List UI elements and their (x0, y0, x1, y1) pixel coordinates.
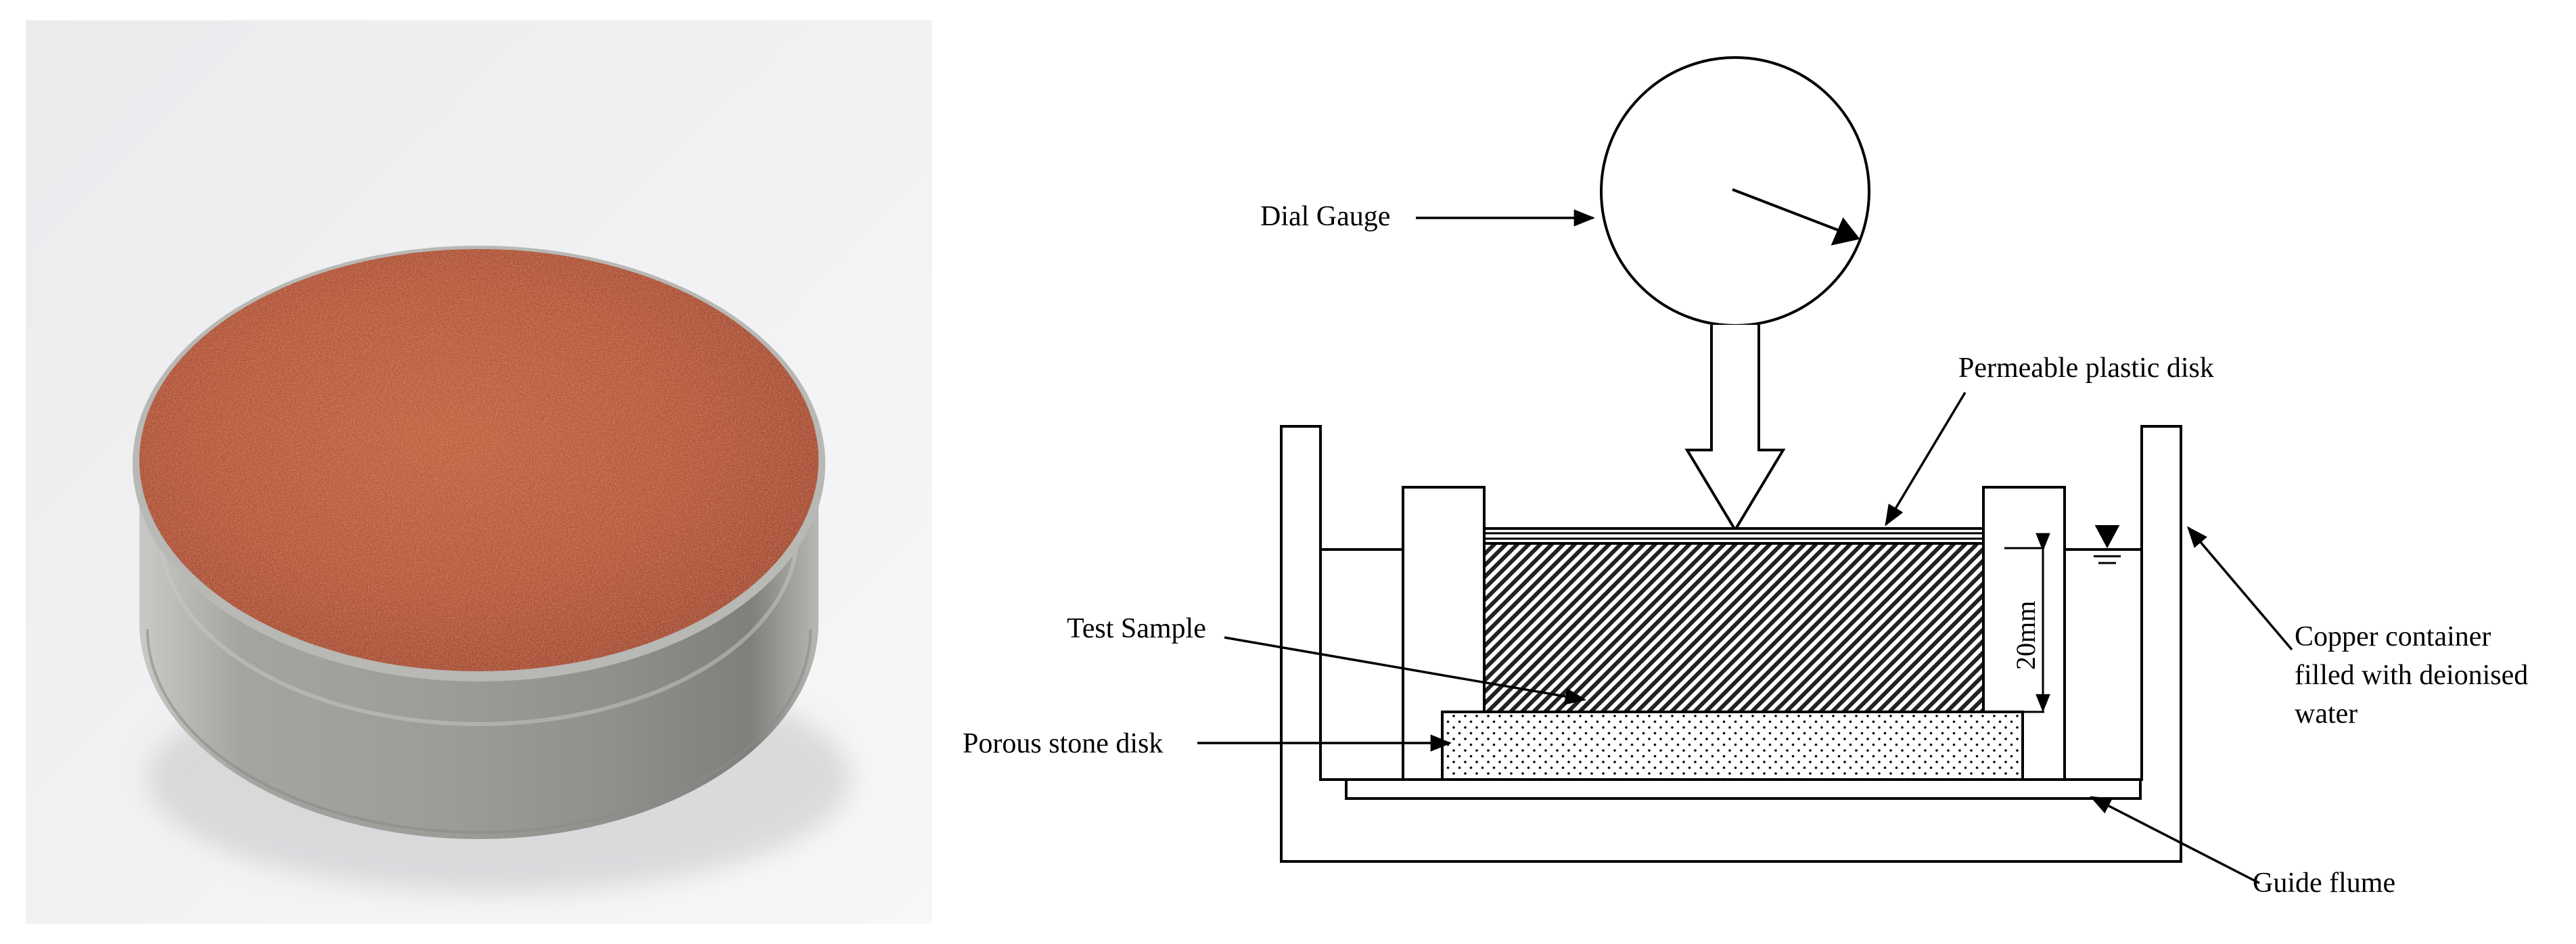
ring-highlight (159, 534, 799, 726)
porous-stone-disk (1441, 711, 2024, 781)
water-level-symbol (2094, 525, 2120, 549)
label-container-line3: water (2295, 698, 2358, 729)
test-sample (1483, 542, 1985, 713)
label-test-sample: Test Sample (1067, 613, 1206, 644)
leader-permeable-disk (1885, 392, 1967, 526)
apparatus-diagram: Dial Gauge Permeable plastic disk Test S… (934, 0, 2576, 941)
label-permeable-disk: Permeable plastic disk (1958, 353, 2214, 384)
guide-flume (1345, 778, 2142, 800)
label-porous-stone: Porous stone disk (963, 728, 1163, 759)
soil-texture (139, 249, 819, 671)
leader-container (2186, 526, 2293, 651)
leader-guide-flume (2090, 796, 2260, 884)
label-container-line1: Copper container (2295, 621, 2491, 652)
dial-needle-tip (1831, 217, 1860, 246)
ring-line (146, 629, 812, 834)
label-dimension: 20mm (2010, 601, 2041, 670)
sample-photo (26, 20, 932, 924)
leader-test-sample (1274, 645, 1587, 705)
load-arrow (1684, 325, 1786, 533)
label-dial-gauge: Dial Gauge (1260, 201, 1390, 232)
label-container-line2: filled with deionised (2295, 660, 2528, 691)
dial-needle (1732, 188, 1847, 235)
label-guide-flume: Guide flume (2253, 868, 2395, 899)
permeable-plastic-disk (1483, 527, 1985, 545)
